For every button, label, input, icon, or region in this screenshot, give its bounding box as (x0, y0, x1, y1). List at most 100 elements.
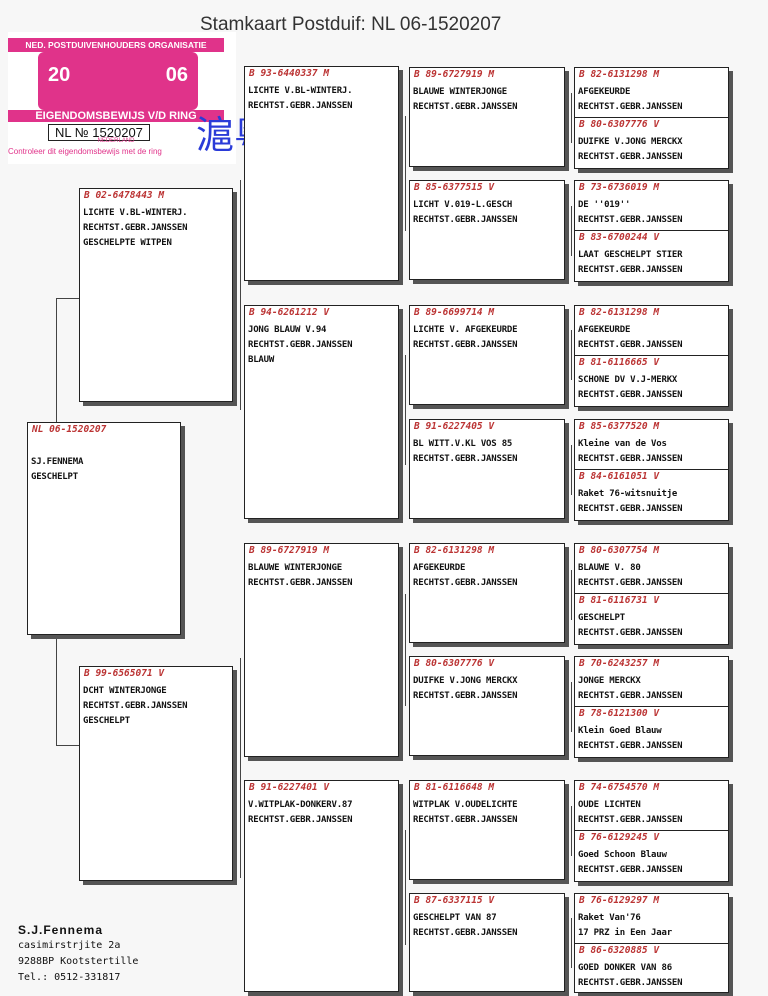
breeder-line: RECHTST.GEBR.JANSSEN (578, 865, 683, 875)
breeder-line: RECHTST.GEBR.JANSSEN (413, 928, 518, 938)
pedigree-card-gen5-2: B 80-6307776 V DUIFKE V.JONG MERCKX RECH… (574, 117, 729, 169)
pedigree-card-gen4-1: B 89-6727919 M BLAUWE WINTERJONGE RECHTS… (409, 67, 565, 167)
pedigree-card-gen5-4: B 83-6700244 V LAAT GESCHELPT STIER RECH… (574, 230, 729, 282)
pedigree-card-gen5-9: B 80-6307754 M BLAUWE V. 80 RECHTST.GEBR… (574, 543, 729, 595)
breeder-line: RECHTST.GEBR.JANSSEN (413, 691, 518, 701)
ring-number: B 80-6307776 V (579, 119, 660, 130)
ring-number: B 82-6131298 M (579, 307, 660, 318)
stamp-year-right: 06 (165, 64, 188, 86)
pedigree-card-gen5-7: B 85-6377520 M Kleine van de Vos RECHTST… (574, 419, 729, 471)
breeder-line: RECHTST.GEBR.JANSSEN (248, 340, 353, 350)
pedigree-card-gen5-8: B 84-6161051 V Raket 76-witsnuitje RECHT… (574, 469, 729, 521)
breeder-line: RECHTST.GEBR.JANSSEN (578, 152, 683, 162)
stamp-country: NEDERLAND (97, 138, 135, 144)
owner-street: casimirstrjite 2a (18, 940, 121, 951)
breeder-line: RECHTST.GEBR.JANSSEN (578, 340, 683, 350)
bird-name: WITPLAK V.OUDELICHTE (413, 800, 518, 810)
ring-number: B 76-6129245 V (579, 832, 660, 843)
pedigree-card-gen4-8: B 87-6337115 V GESCHELPT VAN 87 RECHTST.… (409, 893, 565, 992)
ring-number: B 81-6116665 V (579, 357, 660, 368)
breeder-line: RECHTST.GEBR.JANSSEN (413, 578, 518, 588)
bird-name: LICHTE V.BL-WINTERJ. (83, 208, 188, 218)
breeder-line: RECHTST.GEBR.JANSSEN (83, 223, 188, 233)
ring-number: B 93-6440337 M (249, 68, 330, 79)
breeder-line: RECHTST.GEBR.JANSSEN (578, 215, 683, 225)
pedigree-card-dam-sire: B 89-6727919 M BLAUWE WINTERJONGE RECHTS… (244, 543, 399, 757)
breeder-line: RECHTST.GEBR.JANSSEN (578, 454, 683, 464)
bird-name: BLAUWE WINTERJONGE (413, 87, 507, 97)
breeder-line: RECHTST.GEBR.JANSSEN (578, 265, 683, 275)
pedigree-card-gen4-3: B 89-6699714 M LICHTE V. AFGEKEURDE RECH… (409, 305, 565, 405)
pedigree-card-gen5-13: B 74-6754570 M OUDE LICHTEN RECHTST.GEBR… (574, 780, 729, 832)
ring-number: B 80-6307776 V (414, 658, 495, 669)
pedigree-card-gen4-4: B 91-6227405 V BL WITT.V.KL VOS 85 RECHT… (409, 419, 565, 519)
ring-number: B 84-6161051 V (579, 471, 660, 482)
stamp-eigendomsbewijs: EIGENDOMSBEWIJS V/D RING (8, 110, 224, 122)
bird-name: GESCHELPT VAN 87 (413, 913, 497, 923)
bird-name: V.WITPLAK-DONKERV.87 (248, 800, 353, 810)
bird-name: LICHT V.019-L.GESCH (413, 200, 513, 210)
bird-name: Kleine van de Vos (578, 439, 667, 449)
breeder-line: 17 PRZ in Een Jaar (578, 928, 672, 938)
breeder-line: RECHTST.GEBR.JANSSEN (248, 578, 353, 588)
ring-number: B 74-6754570 M (579, 782, 660, 793)
bird-name: DUIFKE V.JONG MERCKX (578, 137, 683, 147)
bird-name: JONG BLAUW V.94 (248, 325, 327, 335)
pedigree-card-dam-dam: B 91-6227401 V V.WITPLAK-DONKERV.87 RECH… (244, 780, 399, 992)
breeder-line: RECHTST.GEBR.JANSSEN (83, 701, 188, 711)
pedigree-card-gen5-12: B 78-6121300 V Klein Goed Blauw RECHTST.… (574, 706, 729, 758)
bird-name: LICHTE V. AFGEKEURDE (413, 325, 518, 335)
stamp-ring-number: NL № 1520207 (48, 124, 150, 141)
bird-name: Raket Van'76 (578, 913, 641, 923)
bird-name: GOED DONKER VAN 86 (578, 963, 672, 973)
pedigree-card-sire-sire: B 93-6440337 M LICHTE V.BL-WINTERJ. RECH… (244, 66, 399, 281)
bird-name: Klein Goed Blauw (578, 726, 662, 736)
bird-name: Raket 76-witsnuitje (578, 489, 678, 499)
owner-city: 9288BP Kootstertille (18, 956, 139, 967)
pedigree-card-gen4-6: B 80-6307776 V DUIFKE V.JONG MERCKX RECH… (409, 656, 565, 756)
ring-number: B 85-6377520 M (579, 421, 660, 432)
page-title: Stamkaart Postduif: NL 06-1520207 (200, 14, 502, 35)
bird-name: DE ''019'' (578, 200, 631, 210)
bird-name: DCHT WINTERJONGE (83, 686, 167, 696)
breeder-line: RECHTST.GEBR.JANSSEN (578, 815, 683, 825)
pedigree-card-gen5-3: B 73-6736019 M DE ''019'' RECHTST.GEBR.J… (574, 180, 729, 232)
ring-certificate-stamp: NED. POSTDUIVENHOUDERS ORGANISATIE 20 06… (8, 32, 236, 164)
pedigree-card-gen5-10: B 81-6116731 V GESCHELPT RECHTST.GEBR.JA… (574, 593, 729, 645)
pedigree-card-gen5-5: B 82-6131298 M AFGEKEURDE RECHTST.GEBR.J… (574, 305, 729, 357)
ring-number: B 86-6320885 V (579, 945, 660, 956)
breeder-line: RECHTST.GEBR.JANSSEN (413, 815, 518, 825)
ring-number: B 82-6131298 M (414, 545, 495, 556)
pedigree-card-sire-dam: B 94-6261212 V JONG BLAUW V.94 RECHTST.G… (244, 305, 399, 519)
pedigree-card-main: NL 06-1520207 SJ.FENNEMA GESCHELPT (27, 422, 181, 635)
breeder-line: RECHTST.GEBR.JANSSEN (578, 390, 683, 400)
pedigree-card-gen5-6: B 81-6116665 V SCHONE DV V.J-MERKX RECHT… (574, 355, 729, 407)
breeder-line: RECHTST.GEBR.JANSSEN (413, 340, 518, 350)
pedigree-card-gen5-1: B 82-6131298 M AFGEKEURDE RECHTST.GEBR.J… (574, 67, 729, 119)
owner-name: S.J.Fennema (18, 923, 104, 937)
owner-line: SJ.FENNEMA (31, 457, 84, 467)
bird-name: BLAUWE V. 80 (578, 563, 641, 573)
bird-name: GESCHELPT (578, 613, 625, 623)
breeder-line: RECHTST.GEBR.JANSSEN (578, 578, 683, 588)
ring-number: B 70-6243257 M (579, 658, 660, 669)
breeder-line: RECHTST.GEBR.JANSSEN (248, 101, 353, 111)
bird-name: LICHTE V.BL-WINTERJ. (248, 86, 353, 96)
ring-number: B 91-6227405 V (414, 421, 495, 432)
pedigree-card-gen5-14: B 76-6129245 V Goed Schoon Blauw RECHTST… (574, 830, 729, 882)
ring-number: B 94-6261212 V (249, 307, 330, 318)
pedigree-card-gen5-15: B 76-6129297 M Raket Van'76 17 PRZ in Ee… (574, 893, 729, 945)
bird-name: DUIFKE V.JONG MERCKX (413, 676, 518, 686)
stamp-organisation: NED. POSTDUIVENHOUDERS ORGANISATIE (8, 38, 224, 52)
bird-name: AFGEKEURDE (578, 87, 631, 97)
bird-name: SCHONE DV V.J-MERKX (578, 375, 678, 385)
ring-number: B 82-6131298 M (579, 69, 660, 80)
breeder-line: RECHTST.GEBR.JANSSEN (578, 102, 683, 112)
pedigree-card-sire: B 02-6478443 M LICHTE V.BL-WINTERJ. RECH… (79, 188, 233, 402)
ring-number: B 89-6699714 M (414, 307, 495, 318)
color-line: GESCHELPT (31, 472, 78, 482)
breeder-line: RECHTST.GEBR.JANSSEN (578, 741, 683, 751)
breeder-line: RECHTST.GEBR.JANSSEN (413, 454, 518, 464)
ring-number: B 73-6736019 M (579, 182, 660, 193)
ring-number: B 89-6727919 M (414, 69, 495, 80)
